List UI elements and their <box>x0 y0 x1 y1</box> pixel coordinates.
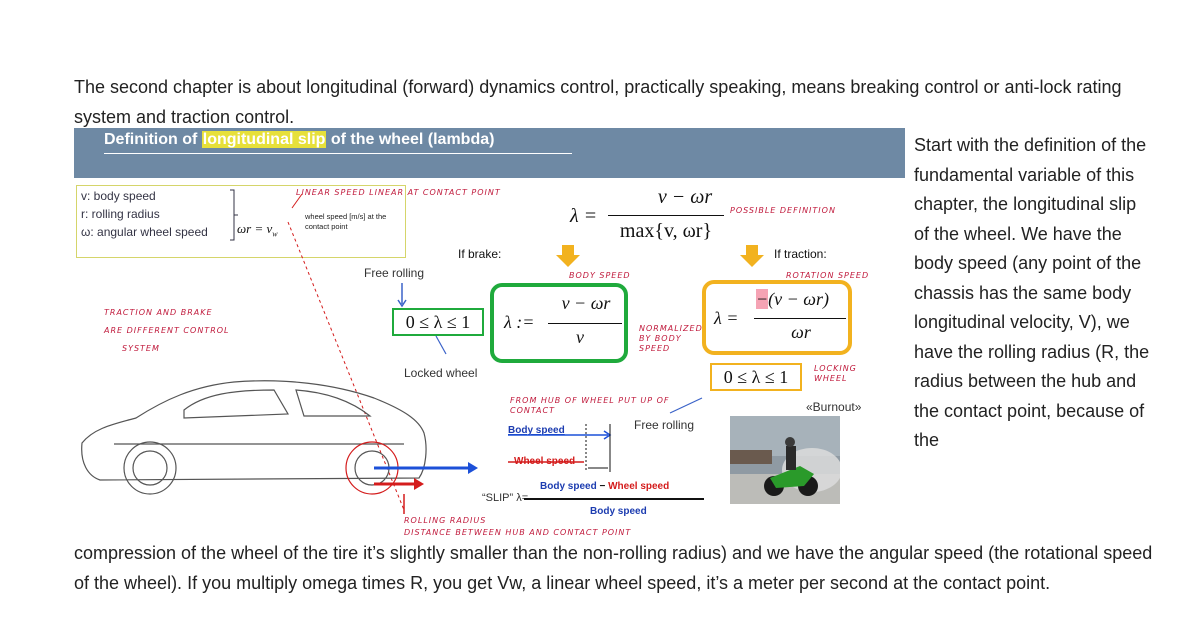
burnout-photo <box>730 416 840 504</box>
burnout-photo-graphic <box>730 416 840 504</box>
traction-formula-bar <box>754 318 846 319</box>
note-traction-brake: TRACTION AND BRAKE <box>104 308 213 317</box>
car-rear-wheel <box>123 441 177 495</box>
free-rolling-label: Free rolling <box>364 266 425 280</box>
main-formula-bar <box>608 215 724 216</box>
burnout-label: «Burnout» <box>806 400 862 414</box>
body-speed-label: Body speed <box>508 425 565 436</box>
note-normalized: NORMALIZED BY BODY SPEED <box>639 324 703 353</box>
note-from-hub: FROM HUB OF WHEEL PUT UP OF CONTACT <box>510 396 670 415</box>
traction-formula-box: λ = −(v − ωr) ωr <box>702 280 852 355</box>
note-possible-definition: POSSIBLE DEFINITION <box>730 206 836 215</box>
brake-formula-bar <box>548 323 622 324</box>
note-rotation-speed: ROTATION SPEED <box>786 271 870 280</box>
variable-legend: v: body speed r: rolling radius ω: angul… <box>76 185 406 258</box>
note-locking-wheel: LOCKING WHEEL <box>814 364 857 383</box>
outro-paragraph: compression of the wheel of the tire it’… <box>74 543 1153 593</box>
legend-eq-main: ωr = v <box>237 221 273 236</box>
slip-num-wheel: Wheel speed <box>608 481 670 492</box>
free-rolling-arrowhead-icon <box>397 299 407 308</box>
slip-bar <box>524 498 704 500</box>
slip-num-sep: − <box>596 481 609 492</box>
car-body <box>81 380 427 481</box>
legend-angular-speed: ω: angular wheel speed <box>81 225 208 239</box>
slide-figure: Definition of longitudinal slip of the w… <box>74 128 905 540</box>
locked-wheel-label: Locked wheel <box>404 366 478 380</box>
note-body-speed: BODY SPEED <box>569 271 631 280</box>
car-front-window <box>295 389 372 417</box>
traction-minus: − <box>756 289 769 309</box>
title-underline <box>104 153 572 154</box>
photo-building <box>730 450 772 464</box>
slide-title: Definition of longitudinal slip of the w… <box>104 131 494 149</box>
speed-pointer-line <box>291 193 303 209</box>
slide-header: Definition of longitudinal slip of the w… <box>74 128 905 178</box>
note-system: SYSTEM <box>122 344 160 353</box>
brake-arrow-icon <box>556 245 580 267</box>
side-paragraph: Start with the definition of the fundame… <box>914 135 1150 450</box>
moto-body <box>770 466 814 488</box>
car-wheel-speed-arrowhead-icon <box>414 478 424 490</box>
car-rear-rim <box>132 450 168 486</box>
free-rolling-label-2: Free rolling <box>634 418 695 432</box>
wheel-speed-note: wheel speed [m/s] at the contact point <box>305 212 387 231</box>
if-brake-label: If brake: <box>458 247 502 261</box>
brake-formula-num: v − ωr <box>561 293 611 313</box>
traction-formula-num: (v − ωr) <box>768 289 829 309</box>
slide-title-post: of the wheel (lambda) <box>326 131 495 148</box>
brake-range-box: 0 ≤ λ ≤ 1 <box>392 308 484 336</box>
main-formula-den: max{v, ωr} <box>619 220 713 242</box>
rider-head <box>785 437 795 447</box>
legend-eq-sub: w <box>272 229 278 239</box>
traction-formula-den: ωr <box>791 322 811 342</box>
car-rear-window <box>183 389 290 419</box>
slide-title-highlight: longitudinal slip <box>201 131 327 148</box>
brake-formula-den: v <box>576 327 584 347</box>
slip-numerator: Body speed − Wheel speed <box>540 481 669 492</box>
traction-range: 0 ≤ λ ≤ 1 <box>723 367 789 387</box>
car-body-speed-arrowhead-icon <box>468 462 478 474</box>
radius-pointer-line <box>287 221 405 511</box>
legend-body-speed: v: body speed <box>81 189 156 203</box>
brake-formula-lhs: λ := <box>504 312 535 332</box>
legend-bracket <box>230 189 238 241</box>
locked-wheel-pointer <box>435 335 447 355</box>
note-rolling-radius: ROLLING RADIUS <box>404 516 487 525</box>
note-distance-hub: DISTANCE BETWEEN HUB AND CONTACT POINT <box>404 528 632 537</box>
slide-title-pre: Definition of <box>104 131 202 148</box>
slip-label: “SLIP” λ= <box>482 492 529 504</box>
legend-rolling-radius: r: rolling radius <box>81 207 160 221</box>
main-formula-num: v − ωr <box>657 186 713 208</box>
car-drawing <box>81 380 427 495</box>
traction-range-box: 0 ≤ λ ≤ 1 <box>710 363 802 391</box>
traction-arrow-icon <box>740 245 764 267</box>
diagram-graphics <box>81 189 764 514</box>
slip-num-body: Body speed <box>540 481 597 492</box>
note-different-control: ARE DIFFERENT CONTROL <box>104 326 230 335</box>
main-formula-lhs: λ = <box>570 205 598 227</box>
traction-formula-num-wrap: −(v − ωr) <box>756 289 829 310</box>
note-linear-speed: LINEAR SPEED LINEAR AT CONTACT POINT <box>296 188 501 197</box>
traction-formula-lhs: λ = <box>714 308 739 328</box>
brake-formula-box: λ := v − ωr v <box>490 283 628 363</box>
if-traction-label: If traction: <box>774 247 827 261</box>
free-rolling-pointer <box>669 397 703 414</box>
legend-equation: ωr = vw <box>237 221 278 239</box>
rider-torso <box>786 446 796 470</box>
brake-range: 0 ≤ λ ≤ 1 <box>405 312 471 332</box>
slip-denominator: Body speed <box>590 506 647 517</box>
intro-paragraph: The second chapter is about longitudinal… <box>74 77 1122 127</box>
